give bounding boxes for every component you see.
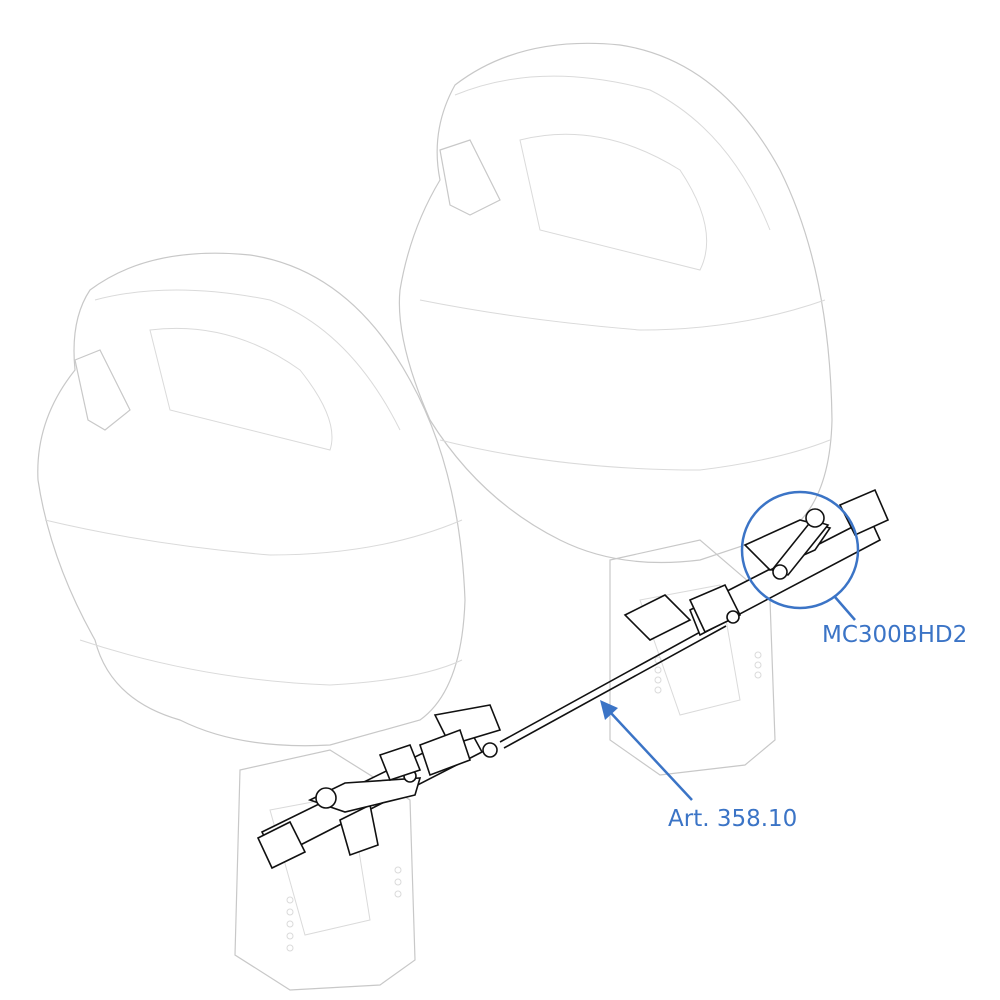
front-outboard-engine bbox=[37, 252, 466, 991]
callout-cylinder-marker bbox=[740, 490, 860, 621]
rear-steering-cylinder bbox=[623, 488, 890, 641]
rear-outboard-engine bbox=[398, 42, 833, 776]
bracket-holes bbox=[654, 651, 762, 694]
bracket-holes bbox=[286, 866, 402, 952]
callout-label-cylinder: MC300BHD2 bbox=[822, 622, 968, 648]
tie-bar bbox=[499, 619, 727, 749]
callout-tie-bar-arrow bbox=[600, 700, 693, 801]
callout-label-tie-bar: Art. 358.10 bbox=[668, 806, 798, 832]
front-steering-cylinder bbox=[256, 704, 502, 870]
